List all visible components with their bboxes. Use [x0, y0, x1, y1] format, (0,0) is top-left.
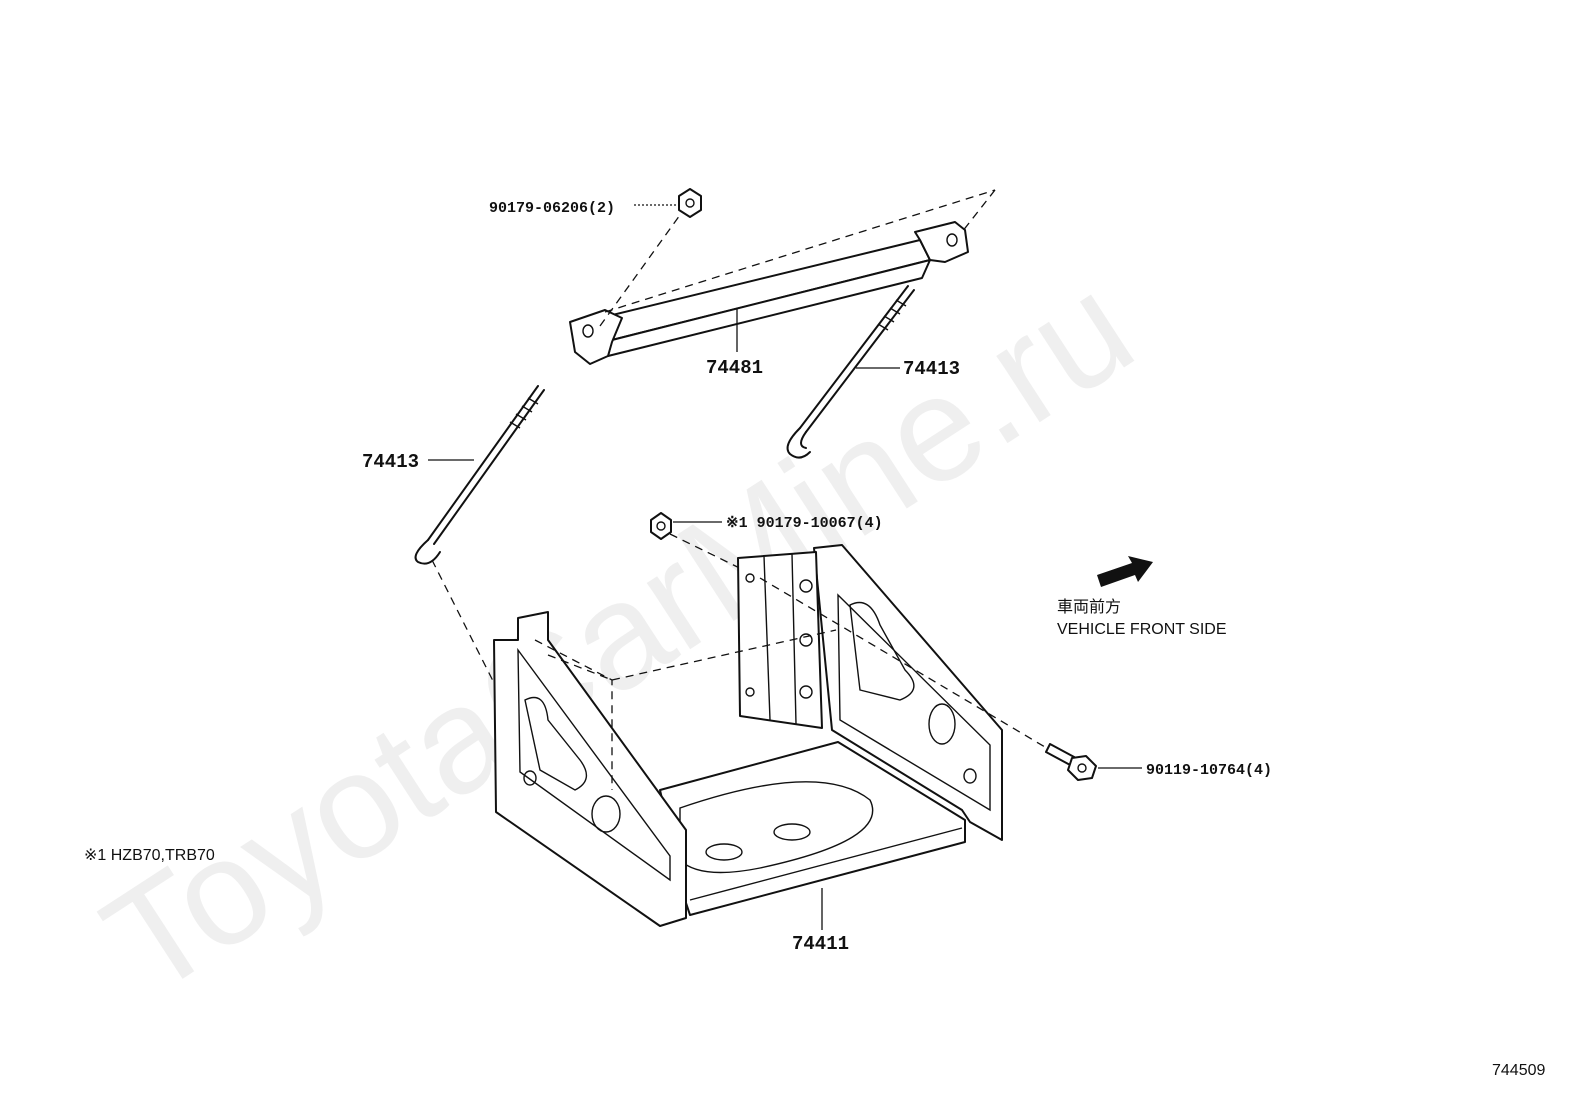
label-rod-right: 74413 [903, 358, 960, 380]
hold-down-rod-right[interactable] [786, 285, 915, 459]
label-clamp: 74481 [706, 357, 763, 379]
tray-nut[interactable] [650, 512, 672, 540]
label-tray-nut: ※1 90179-10067(4) [726, 515, 883, 532]
direction-jp: 車両前方 [1057, 598, 1121, 616]
label-bolt: 90119-10764(4) [1146, 762, 1272, 779]
battery-tray[interactable] [493, 544, 1003, 927]
hold-down-rod-left[interactable] [414, 385, 545, 565]
direction-en: VEHICLE FRONT SIDE [1057, 621, 1227, 638]
watermark-text: ToyotaCarMine.ru [76, 241, 1160, 1027]
clamp-nut[interactable] [678, 188, 702, 218]
footnote: ※1 HZB70,TRB70 [84, 847, 215, 864]
tray-dash-join [547, 654, 613, 681]
battery-clamp[interactable] [569, 221, 969, 365]
clamp-dash-right [961, 189, 996, 233]
tray-bolt[interactable] [1045, 743, 1097, 781]
nut-dash [669, 533, 761, 579]
label-tray: 74411 [792, 933, 849, 955]
bolt-dash [759, 577, 1051, 751]
clamp-dash-top [604, 189, 996, 313]
label-rod-left: 74413 [362, 451, 419, 473]
front-direction-arrow-icon [1097, 556, 1153, 587]
watermark: ToyotaCarMine.ru [76, 241, 1160, 1027]
label-clamp-nut: 90179-06206(2) [489, 200, 615, 217]
tray-dash-top [611, 629, 837, 681]
diagram-id: 744509 [1492, 1062, 1545, 1079]
clamp-dash-left [599, 214, 681, 327]
